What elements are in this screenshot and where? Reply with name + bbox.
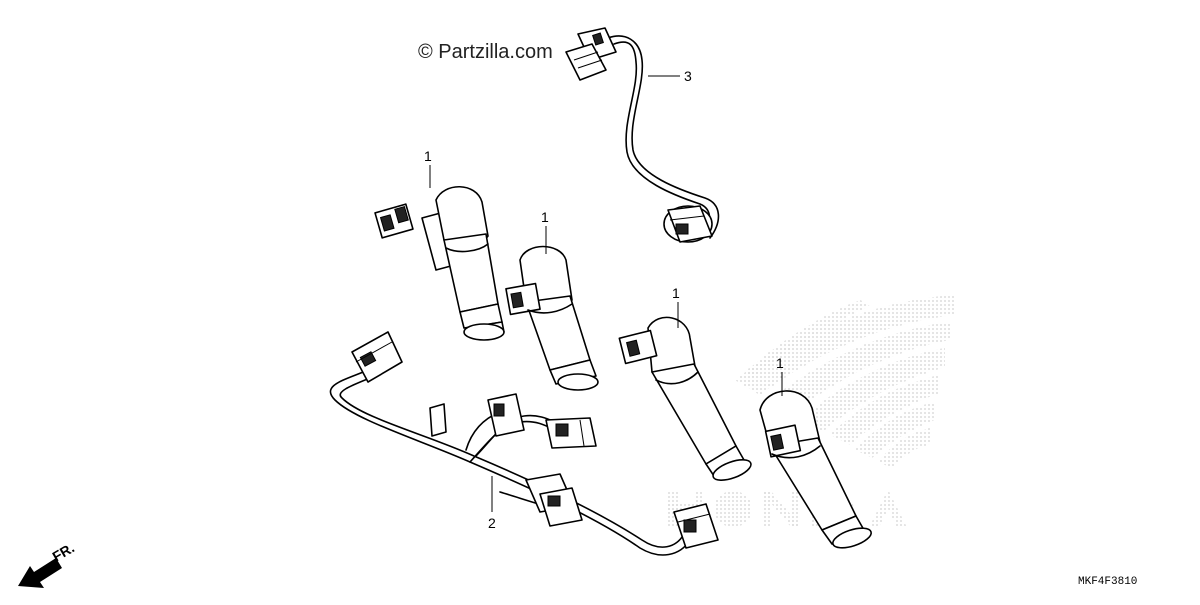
- ignition-coil-d: [759, 390, 872, 549]
- ignition-coil-a: [374, 186, 505, 341]
- wire-harness-part: [329, 331, 719, 556]
- callout-number: 1: [672, 285, 680, 301]
- sub-cord-part: [565, 27, 720, 243]
- callout-number: 3: [684, 68, 692, 84]
- front-arrow-icon: FR.: [18, 539, 77, 588]
- ignition-coil-b: [505, 245, 599, 391]
- callout-number: 1: [541, 209, 549, 225]
- diagram-code: MKF4F3810: [1078, 576, 1137, 588]
- callout-number: 1: [424, 148, 432, 164]
- leader-lines: [429, 75, 783, 512]
- ignition-coil-c: [618, 316, 752, 481]
- watermark-text: © Partzilla.com: [418, 41, 553, 63]
- callout-number: 2: [488, 515, 496, 531]
- callout-number: 1: [776, 355, 784, 371]
